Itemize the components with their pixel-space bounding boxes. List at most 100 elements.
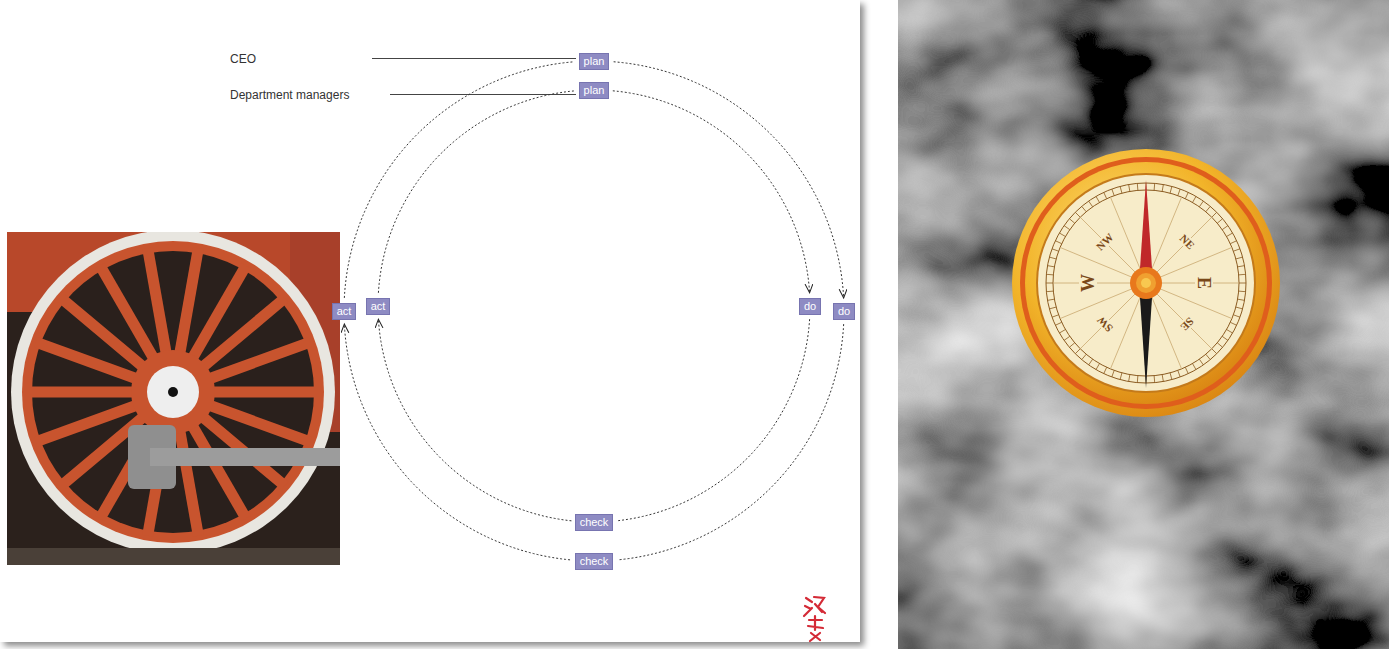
- compass-direction: E: [1195, 276, 1213, 290]
- compass: [1236, 257, 1243, 259]
- compass: [1036, 173, 1256, 393]
- compass: [1141, 278, 1151, 288]
- cycle-arrow: [613, 91, 810, 293]
- compass: [1185, 192, 1188, 198]
- sky-photo: [898, 0, 1389, 649]
- phase-label: check: [580, 555, 609, 567]
- phase-box: do: [833, 303, 855, 320]
- cycle-arrow: [378, 91, 575, 293]
- compass: [1064, 226, 1070, 230]
- phase-box: act: [332, 303, 357, 320]
- compass: [1059, 330, 1065, 334]
- compass: [1075, 212, 1080, 217]
- wheel-photo: [147, 366, 199, 418]
- compass: [1082, 354, 1086, 359]
- compass: [1238, 299, 1245, 300]
- sky-photo: [898, 0, 1389, 649]
- compass: [1178, 189, 1180, 196]
- compass: [1212, 212, 1217, 217]
- compass: [1089, 359, 1093, 365]
- compass: [1185, 367, 1188, 373]
- wheel-photo: [211, 387, 319, 398]
- compass: [1233, 249, 1240, 251]
- compass-direction: NW: [1094, 231, 1117, 254]
- wheel-photo: [11, 232, 335, 554]
- wheel-photo: [192, 266, 246, 360]
- compass: [1038, 175, 1254, 391]
- compass: [1104, 192, 1107, 198]
- wheel-photo: [209, 342, 310, 379]
- cycle-arrow: [344, 324, 570, 560]
- phase-box: plan: [579, 82, 610, 99]
- wheel-photo: [61, 298, 144, 367]
- phase-box: act: [366, 298, 391, 315]
- phase-box: check: [575, 553, 614, 570]
- cycle-arrow: [378, 319, 571, 521]
- compass: [1193, 364, 1197, 370]
- wheel-photo: [168, 387, 178, 397]
- compass: [1227, 233, 1233, 237]
- leader-line: [372, 58, 576, 59]
- phase-label: do: [804, 300, 816, 312]
- compass: [1112, 370, 1114, 377]
- wheel-photo: [36, 405, 137, 442]
- cycle-arrow: [344, 62, 574, 298]
- compass: [1230, 322, 1236, 325]
- compass: [1233, 315, 1240, 317]
- compass: [1069, 343, 1074, 347]
- seal: [808, 616, 823, 641]
- cycle-arrow: [614, 62, 844, 298]
- compass: [1046, 291, 1053, 293]
- compass-direction: SE: [1178, 315, 1197, 334]
- phase-box: do: [799, 298, 821, 315]
- compass: [1096, 364, 1100, 370]
- compass: [1055, 322, 1061, 325]
- compass: [1136, 273, 1156, 293]
- seal: [804, 597, 825, 616]
- compass: [1048, 266, 1055, 267]
- compass: [1217, 219, 1222, 223]
- compass: [1212, 349, 1217, 354]
- phase-label: act: [371, 300, 386, 312]
- compass: [1130, 267, 1162, 299]
- compass: [1096, 196, 1100, 202]
- leader-line: [390, 94, 576, 95]
- compass: [1046, 274, 1053, 276]
- compass: [1239, 283, 1246, 284]
- compass: [1238, 266, 1245, 267]
- compass: [1137, 376, 1139, 383]
- compass: [1222, 336, 1228, 340]
- compass: [1052, 249, 1059, 251]
- compass: [1239, 291, 1246, 293]
- cycle-arrow: [618, 324, 844, 560]
- compass: [1052, 315, 1059, 317]
- compass: [1170, 186, 1172, 193]
- compass-direction: W: [1079, 273, 1097, 293]
- phase-label: plan: [584, 55, 605, 67]
- compass: [1162, 185, 1163, 192]
- compass: [1089, 201, 1093, 207]
- leader-line: [372, 59, 576, 95]
- compass: [1137, 183, 1139, 190]
- compass: [1120, 373, 1122, 380]
- compass: [1120, 186, 1122, 193]
- compass: [1069, 219, 1074, 223]
- wheel-photo: [100, 266, 154, 360]
- wheel-photo: [148, 248, 167, 354]
- slide-panel: [0, 0, 860, 642]
- compass: [1075, 349, 1080, 354]
- wheel-photo: [22, 241, 324, 543]
- compass: [1217, 343, 1222, 347]
- compass: [1154, 376, 1156, 383]
- compass: [1104, 367, 1107, 373]
- compass: [1199, 359, 1203, 365]
- compass: [1025, 162, 1267, 404]
- compass: [1170, 373, 1172, 380]
- phase-label: act: [337, 305, 352, 317]
- compass: [1236, 307, 1243, 309]
- compass: [1199, 201, 1203, 207]
- wheel-photo: [192, 425, 246, 519]
- compass: [1055, 241, 1061, 244]
- compass: [1082, 206, 1086, 211]
